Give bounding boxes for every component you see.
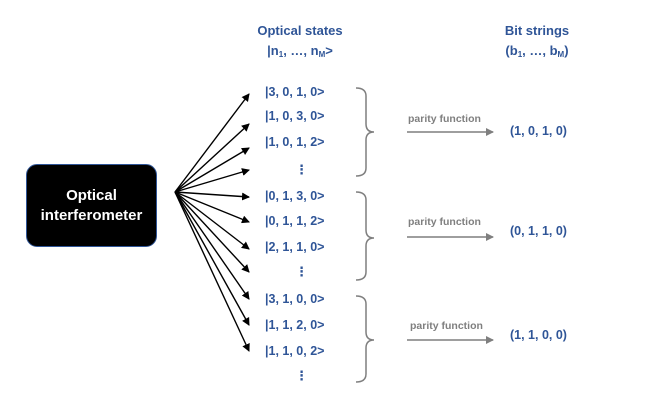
bit-strings-notation: (b1, …, bM) <box>482 41 592 65</box>
interferometer-label-line2: interferometer <box>40 206 143 224</box>
fan-arrow <box>174 191 250 273</box>
fan-arrow <box>174 191 250 300</box>
optical-states-title: Optical states <box>257 23 343 38</box>
notation-part: |n <box>267 43 279 58</box>
parity-function-label: parity function <box>408 216 481 228</box>
parity-function-label: parity function <box>410 320 483 332</box>
fan-arrow <box>174 168 250 193</box>
optical-state: |3, 0, 1, 0> <box>265 85 325 99</box>
parity-function-arrows <box>407 128 494 344</box>
bracket-group-1 <box>355 87 375 177</box>
fan-arrow <box>174 191 250 250</box>
optical-state: |1, 1, 2, 0> <box>265 318 325 332</box>
notation-subscript: 1 <box>517 50 523 59</box>
vertical-ellipsis: ⋮ <box>295 368 308 383</box>
bit-string: (1, 0, 1, 0) <box>510 124 567 138</box>
interferometer-label: Optical interferometer <box>41 186 143 226</box>
fan-out-arrows <box>174 93 250 352</box>
group-brackets <box>355 87 375 383</box>
optical-state: |3, 1, 0, 0> <box>265 292 325 306</box>
fan-arrow <box>174 123 250 193</box>
notation-part: (b <box>505 43 518 58</box>
fan-arrow <box>174 191 250 201</box>
optical-state: |2, 1, 1, 0> <box>265 240 325 254</box>
notation-part: , …, b <box>522 43 558 58</box>
fan-arrow <box>174 191 250 326</box>
optical-state: |0, 1, 1, 2> <box>265 214 325 228</box>
fan-arrow <box>174 93 250 193</box>
bracket-group-2 <box>355 191 375 281</box>
parity-function-label: parity function <box>408 113 481 125</box>
optical-state: |1, 1, 0, 2> <box>265 344 325 358</box>
optical-states-header: Optical states |n1, …, nM> <box>240 21 360 65</box>
interferometer-label-line1: Optical <box>66 186 117 204</box>
optical-states-notation: |n1, …, nM> <box>240 41 360 65</box>
notation-part: > <box>325 43 333 58</box>
vertical-ellipsis: ⋮ <box>295 162 308 177</box>
optical-state: |0, 1, 3, 0> <box>265 189 325 203</box>
optical-state: |1, 0, 3, 0> <box>265 109 325 123</box>
notation-subscript: M <box>557 50 565 59</box>
bit-string: (1, 1, 0, 0) <box>510 328 567 342</box>
fan-arrow <box>174 191 250 224</box>
notation-subscript: 1 <box>278 50 284 59</box>
bracket-group-3 <box>355 295 375 383</box>
fan-arrow <box>174 147 250 193</box>
fan-arrow <box>174 191 250 352</box>
notation-part: , …, n <box>283 43 319 58</box>
bit-strings-title: Bit strings <box>504 23 570 38</box>
optical-state: |1, 0, 1, 2> <box>265 135 325 149</box>
vertical-ellipsis: ⋮ <box>295 264 308 279</box>
bit-strings-header: Bit strings (b1, …, bM) <box>482 21 592 65</box>
optical-interferometer-box: Optical interferometer <box>26 164 157 247</box>
bit-string: (0, 1, 1, 0) <box>510 224 567 238</box>
notation-part: ) <box>564 43 569 58</box>
notation-subscript: M <box>318 50 326 59</box>
